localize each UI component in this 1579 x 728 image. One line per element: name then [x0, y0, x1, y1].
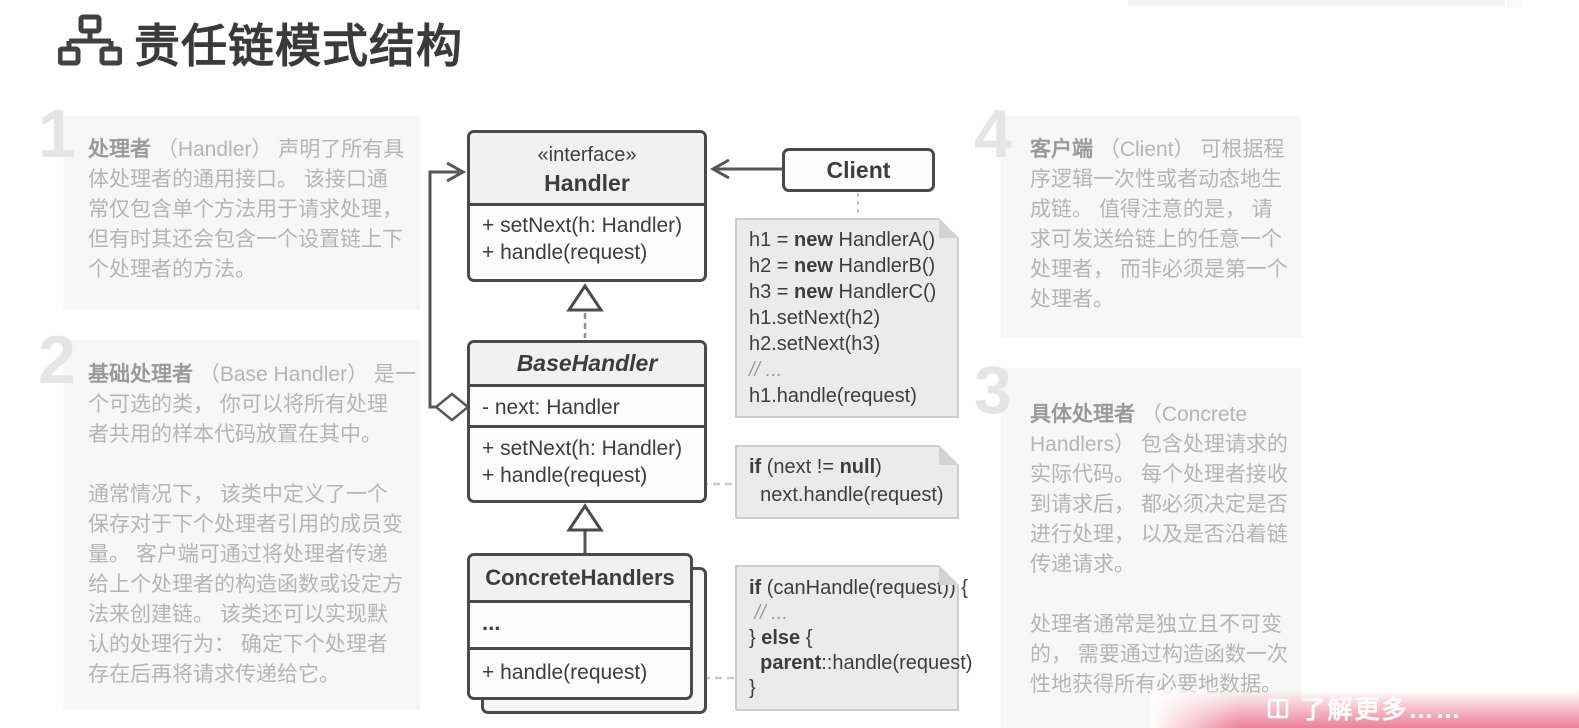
uml-interface-box: «interface» Handler + setNext(h: Handler… — [467, 130, 707, 282]
text-line: 传递请求。 — [1030, 553, 1135, 576]
annotation-number-3: 3 — [974, 352, 1012, 428]
text-line: 处理者。 — [1030, 288, 1114, 311]
text-line: h3 = new HandlerC() — [749, 281, 937, 303]
note-client-code: h1 = new HandlerA() h2 = new HandlerB() h3… — [735, 218, 959, 418]
text-line: 序逻辑一次性或者动态地生 — [1030, 168, 1282, 191]
text-line: 处理者， 而非必须是第一个 — [1030, 258, 1288, 281]
base-handler-header: BaseHandler — [470, 343, 704, 387]
base-handler-method: + setNext(h: Handler) — [482, 437, 683, 460]
page-title: 责任链模式结构 — [134, 20, 463, 72]
base-code-lines: if (next != null) next.handle(request) — [749, 456, 957, 512]
text-line: 实际代码。 每个处理者接收 — [1030, 463, 1288, 486]
text-line: 存在后再将请求传递给它。 — [88, 663, 340, 686]
text-line: 法来创建链。 该类还可以实现默 — [88, 603, 388, 626]
annotation-bg-3 — [1001, 368, 1301, 728]
base-handler-field: - next: Handler — [470, 387, 704, 428]
annotation-bg-2 — [63, 340, 420, 710]
concrete-code-lines: if (canHandle(request)) { // ... } else {… — [749, 577, 973, 702]
top-bar-segment — [1507, 0, 1521, 8]
text-line: 但有时其还会包含一个设置链上下 — [88, 228, 403, 251]
concrete-handlers-name: ConcreteHandlers — [485, 565, 675, 590]
text-line: } — [749, 677, 756, 699]
interface-method: + setNext(h: Handler) — [482, 214, 683, 237]
annotation-text-2: 基础处理者 （Base Handler） 是一个可选的类， 你可以将所有处理者共… — [88, 358, 418, 688]
text-line: h1.handle(request) — [749, 385, 917, 407]
text-line: 者共用的样本代码放置在其中。 — [88, 423, 382, 446]
text-line: 基础处理者 （Base Handler） 是一 — [88, 363, 416, 386]
base-handler-name: BaseHandler — [516, 350, 658, 376]
client-code-lines: h1 = new HandlerA() h2 = new HandlerB() h3… — [749, 229, 957, 411]
note-base-code: if (next != null) next.handle(request) — [735, 445, 959, 519]
text-line: 体处理者的通用接口。 该接口通 — [88, 168, 388, 191]
book-icon — [1266, 696, 1290, 720]
annotation-number-2: 2 — [38, 322, 76, 398]
concrete-handlers-header: ConcreteHandlers — [470, 556, 690, 603]
uml-client-box: Client — [782, 148, 935, 192]
text-line: 个可选的类， 你可以将所有处理 — [88, 393, 388, 416]
text-line: 常仅包含单个方法用于请求处理， — [88, 198, 403, 221]
interface-stereotype: «interface» — [537, 144, 637, 166]
interface-header: «interface» Handler — [470, 133, 704, 206]
text-line: 到请求后， 都必须决定是否 — [1030, 493, 1288, 516]
text-line: 处理者 （Handler） 声明了所有具 — [88, 138, 405, 161]
text-line: } else { — [749, 627, 813, 649]
text-line: 认的处理行为： 确定下个处理者 — [88, 633, 388, 656]
annotation-number-4: 4 — [974, 96, 1012, 172]
text-line: 客户端 （Client） 可根据程 — [1030, 138, 1285, 161]
interface-name: Handler — [544, 170, 630, 196]
learn-more-label: 了解更多…… — [1300, 696, 1463, 724]
text-line: 成链。 值得注意的是， 请 — [1030, 198, 1273, 221]
concrete-handlers-method: + handle(request) — [482, 661, 648, 684]
concrete-handlers-field: ... — [470, 603, 690, 650]
learn-more-banner[interactable]: 了解更多…… — [1150, 690, 1579, 728]
hierarchy-icon — [57, 14, 123, 66]
text-line: 求可发送给链上的任意一个 — [1030, 228, 1282, 251]
text-line: 具体处理者 （Concrete — [1030, 403, 1248, 426]
text-line: 个处理者的方法。 — [88, 258, 256, 281]
uml-concrete-handlers-box: ConcreteHandlers ... + handle(request) — [467, 553, 693, 700]
text-line: // ... — [749, 602, 788, 624]
text-line: 进行处理， 以及是否沿着链 — [1030, 523, 1288, 546]
text-line: // ... — [749, 359, 783, 381]
text-line: h2 = new HandlerB() — [749, 255, 936, 277]
text-line: 通常情况下， 该类中定义了一个 — [88, 483, 388, 506]
text-line: Handlers） 包含处理请求的 — [1030, 433, 1288, 456]
text-line: parent::handle(request) — [760, 652, 973, 674]
annotation-bg-1 — [63, 116, 420, 310]
base-handler-method: + handle(request) — [482, 464, 648, 487]
text-line: 处理者通常是独立且不可变 — [1030, 613, 1282, 636]
text-line: 的， 需要通过构造函数一次 — [1030, 643, 1288, 666]
text-line: if (canHandle(request)) { — [749, 577, 968, 599]
text-line: h1.setNext(h2) — [749, 307, 881, 329]
annotation-text-1: 处理者 （Handler） 声明了所有具体处理者的通用接口。 该接口通常仅包含单… — [88, 133, 418, 283]
uml-base-handler-box: BaseHandler - next: Handler + setNext(h:… — [467, 340, 707, 503]
text-line: 量。 客户端可通过将处理者传递 — [88, 543, 388, 566]
text-line: h2.setNext(h3) — [749, 333, 881, 355]
text-line: h1 = new HandlerA() — [749, 229, 936, 251]
client-name: Client — [826, 156, 891, 183]
text-line: if (next != null) — [749, 456, 882, 478]
text-line: 保存对于下个处理者引用的成员变 — [88, 513, 403, 536]
text-line: 给上个处理者的构造函数或设定方 — [88, 573, 403, 596]
text-line: next.handle(request) — [749, 484, 944, 506]
annotation-text-4: 客户端 （Client） 可根据程序逻辑一次性或者动态地生成链。 值得注意的是，… — [1030, 133, 1298, 313]
annotation-number-1: 1 — [38, 96, 76, 172]
interface-method: + handle(request) — [482, 241, 648, 264]
annotation-bg-4 — [1001, 116, 1301, 337]
top-bar — [1128, 0, 1505, 6]
note-concrete-code: if (canHandle(request)) { // ... } else {… — [735, 565, 973, 711]
